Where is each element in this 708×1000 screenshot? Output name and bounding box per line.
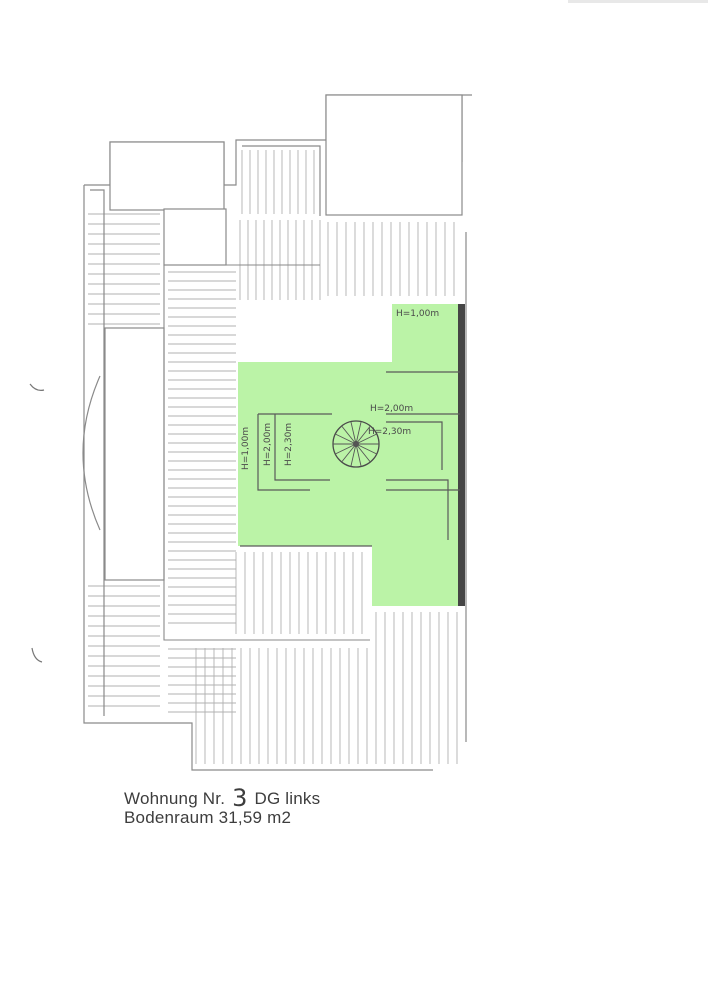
label-height-1-00-left: H=1,00m bbox=[241, 427, 251, 470]
height-lines bbox=[240, 371, 460, 547]
building-outline bbox=[83, 94, 472, 771]
label-height-2-30-left: H=2,30m bbox=[284, 423, 294, 466]
label-height-2-00-left: H=2,00m bbox=[263, 423, 273, 466]
roof-hatching bbox=[88, 150, 458, 764]
inner-walls bbox=[163, 264, 370, 641]
caption-prefix: Wohnung Nr. bbox=[124, 789, 226, 808]
outer-wall-right bbox=[458, 304, 465, 606]
scan-mark bbox=[29, 383, 45, 391]
scan-edge bbox=[568, 0, 708, 3]
caption-area: Bodenraum 31,59 m2 bbox=[124, 808, 292, 827]
spiral-staircase bbox=[332, 420, 380, 468]
caption-suffix: DG links bbox=[254, 789, 321, 808]
caption-apartment: Wohnung Nr. 3 DG links bbox=[124, 784, 320, 812]
apartment-number: 3 bbox=[232, 784, 248, 812]
attic-area-highlight bbox=[238, 304, 462, 606]
label-height-2-00-right: H=2,00m bbox=[370, 404, 413, 414]
label-height-2-30-right: H=2,30m bbox=[368, 427, 411, 437]
label-height-1-00-top: H=1,00m bbox=[396, 309, 439, 319]
room-outlines bbox=[104, 94, 463, 581]
scan-mark bbox=[31, 647, 43, 663]
bay-window bbox=[82, 375, 101, 531]
